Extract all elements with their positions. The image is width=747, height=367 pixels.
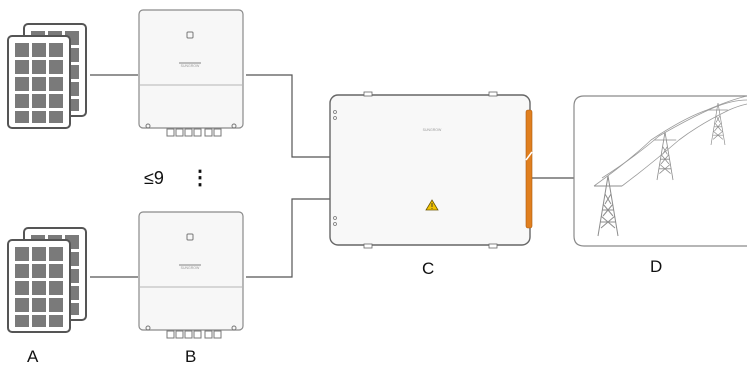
label-a: A <box>27 347 39 366</box>
label-d: D <box>650 257 663 276</box>
ellipsis-icon: ⋮ <box>190 167 210 189</box>
combiner-box-brand: SUNGROW <box>423 128 442 132</box>
pv-array-bottom <box>7 227 87 333</box>
pv-array-top <box>7 23 87 129</box>
combiner-box <box>329 91 533 249</box>
inverter-top-brand: SUNGROW <box>181 64 200 68</box>
quantity-note: ≤9 <box>144 168 164 188</box>
grid <box>573 95 747 247</box>
warning-triangle-icon <box>425 199 439 211</box>
inverter-top <box>138 9 244 137</box>
label-c: C <box>422 259 435 278</box>
label-b: B <box>185 347 197 366</box>
inverter-bottom-brand: SUNGROW <box>181 266 200 270</box>
connection-lines <box>90 74 574 278</box>
inverter-bottom <box>138 211 244 339</box>
